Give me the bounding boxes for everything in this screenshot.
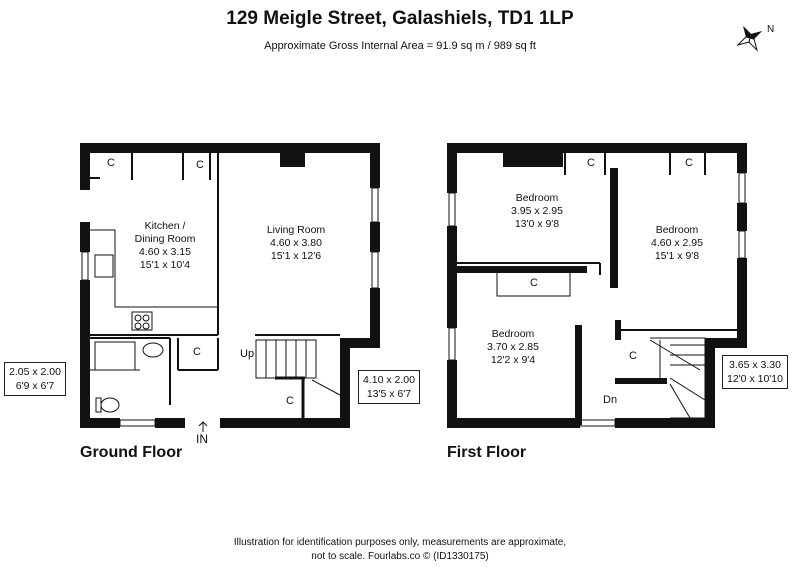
room-label-bedroom-2: Bedroom 4.60 x 2.95 15'1 x 9'8 <box>651 224 703 263</box>
room-name: Living Room <box>266 224 326 236</box>
room-name: Kitchen / Dining Room <box>134 220 196 245</box>
stairs-down-label: Dn <box>603 394 618 406</box>
box-metric: 3.65 x 3.30 <box>729 359 781 371</box>
stairs-up-label: Up <box>240 348 255 360</box>
box-imperial: 12'0 x 10'10 <box>727 373 783 385</box>
room-label-kitchen: Kitchen / Dining Room 4.60 x 3.15 15'1 x… <box>135 220 196 272</box>
first-floor-walls <box>447 143 747 428</box>
room-metric: 4.60 x 3.80 <box>270 237 322 249</box>
ground-floor-label: Ground Floor <box>80 444 183 461</box>
cupboard-label: C <box>193 346 201 358</box>
box-metric: 2.05 x 2.00 <box>9 366 61 378</box>
disclaimer-footer: Illustration for identification purposes… <box>200 536 600 564</box>
box-metric: 4.10 x 2.00 <box>363 374 415 386</box>
compass-north-label: N <box>767 24 775 35</box>
room-metric: 4.60 x 2.95 <box>651 237 703 249</box>
ground-floor-inner <box>81 153 379 432</box>
ground-floor-walls <box>80 143 380 428</box>
dimension-box-bathroom: 2.05 x 2.00 6'9 x 6'7 <box>4 362 66 396</box>
cupboard-label: C <box>629 350 637 362</box>
room-name: Bedroom <box>515 192 559 204</box>
room-imperial: 15'1 x 12'6 <box>270 250 322 262</box>
room-imperial: 13'0 x 9'8 <box>514 218 560 230</box>
compass-icon <box>736 25 763 52</box>
first-floor-label: First Floor <box>447 444 527 461</box>
cupboard-label: C <box>587 157 595 169</box>
box-imperial: 13'5 x 6'7 <box>366 388 412 400</box>
box-imperial: 6'9 x 6'7 <box>15 380 55 392</box>
first-floor-inner <box>448 153 746 427</box>
room-name: Bedroom <box>491 328 535 340</box>
cupboard-label: C <box>196 159 204 171</box>
cupboard-label: C <box>286 395 294 407</box>
room-label-living: Living Room 4.60 x 3.80 15'1 x 12'6 <box>267 224 325 263</box>
room-imperial: 12'2 x 9'4 <box>490 354 536 366</box>
room-metric: 3.95 x 2.95 <box>511 205 563 217</box>
footer-line-2: not to scale. Fourlabs.co © (ID1330175) <box>311 551 489 562</box>
footer-line-1: Illustration for identification purposes… <box>233 537 567 548</box>
cupboard-label: C <box>107 157 115 169</box>
page-title: 129 Meigle Street, Galashiels, TD1 1LP <box>226 8 574 29</box>
dimension-box-landing: 3.65 x 3.30 12'0 x 10'10 <box>722 355 788 389</box>
cupboard-label: C <box>530 277 538 289</box>
room-label-bedroom-3: Bedroom 3.70 x 2.85 12'2 x 9'4 <box>487 328 539 367</box>
area-subtitle: Approximate Gross Internal Area = 91.9 s… <box>264 40 536 52</box>
cupboard-label: C <box>685 157 693 169</box>
room-label-bedroom-1: Bedroom 3.95 x 2.95 13'0 x 9'8 <box>511 192 563 231</box>
room-metric: 3.70 x 2.85 <box>487 341 539 353</box>
room-imperial: 15'1 x 9'8 <box>654 250 700 262</box>
room-metric: 4.60 x 3.15 <box>139 246 191 258</box>
room-imperial: 15'1 x 10'4 <box>139 259 191 271</box>
room-name: Bedroom <box>655 224 699 236</box>
dimension-box-hall: 4.10 x 2.00 13'5 x 6'7 <box>358 370 420 404</box>
entrance-label: IN <box>196 432 208 446</box>
